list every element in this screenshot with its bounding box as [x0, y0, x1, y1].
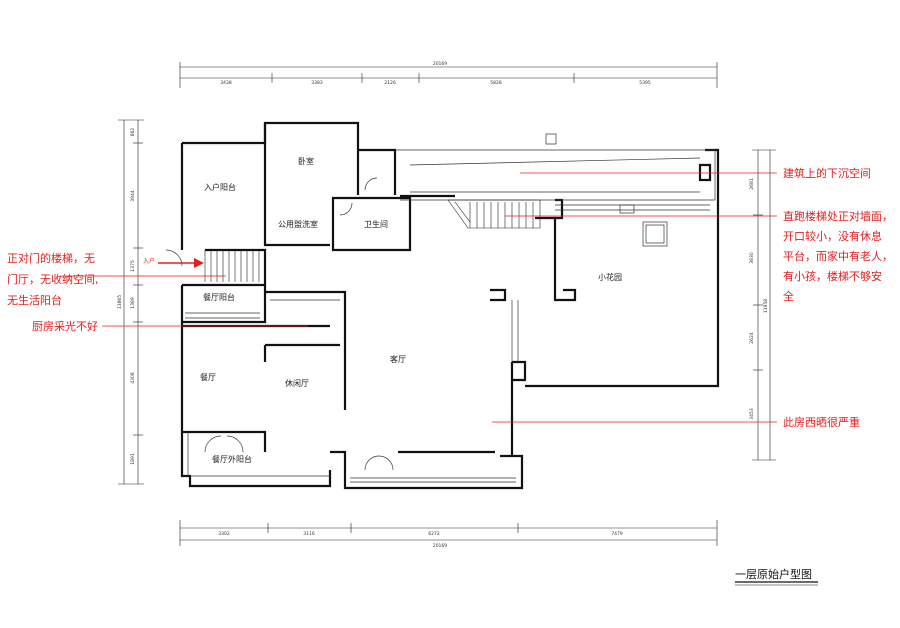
dimension-bottom-4: 7479	[611, 531, 623, 537]
dimension-total-top: 20169	[433, 61, 447, 67]
entry-stair	[204, 250, 260, 282]
bottom-dimension-chain: 3302 3116 6272 7479 20169	[179, 520, 718, 549]
dimension-left-2: 3944	[130, 190, 136, 202]
annotation-stair-line-1: 直跑楼梯处正对墙面，	[783, 209, 893, 223]
dimension-bottom-1: 3302	[218, 531, 230, 537]
room-label-dining-outer-balcony: 餐厅外阳台	[212, 454, 252, 464]
dimension-left-total: 13865	[117, 295, 123, 309]
dimension-bottom-3: 6272	[428, 531, 440, 537]
room-label-dining: 餐厅	[200, 373, 216, 382]
dimension-top-2: 3383	[311, 80, 323, 86]
dimension-right-total: 11958	[763, 299, 769, 313]
room-label-living: 客厅	[390, 354, 406, 364]
straight-stair	[447, 199, 541, 229]
dimension-bottom-2: 3116	[303, 531, 315, 537]
annotation-west-sun: 此房西晒很严重	[783, 415, 860, 429]
annotation-entry-stair-line-1: 正对门的楼梯，无	[7, 251, 95, 265]
dimension-right-3: 2624	[749, 332, 755, 344]
annotation-kitchen: 厨房采光不好	[32, 319, 98, 333]
walls	[180, 121, 720, 490]
annotation-stair-line-3: 平台，而家中有老人，	[783, 249, 893, 263]
entry-arrow-icon	[158, 258, 204, 268]
dimension-total-bottom: 20169	[433, 543, 447, 549]
room-label-bathroom: 卫生间	[364, 219, 388, 229]
right-dimension-chain: 2681 3830 2624 3453 11958	[749, 149, 776, 461]
annotation-stair-line-2: 开口较小，没有休息	[783, 229, 882, 243]
room-label-entry-balcony: 入户阳台	[204, 182, 236, 192]
room-label-lounge: 休闲厅	[285, 378, 309, 388]
annotation-leaders	[60, 172, 777, 423]
room-label-garden: 小花园	[598, 272, 622, 282]
annotation-sunken-space: 建筑上的下沉空间	[783, 166, 871, 180]
annotation-entry-stair-line-3: 无生活阳台	[7, 293, 62, 307]
dimension-right-2: 3830	[749, 252, 755, 264]
entry-tag: 入户	[143, 257, 155, 265]
dimension-left-3: 1375	[130, 260, 136, 272]
room-label-bedroom: 卧室	[298, 156, 314, 166]
annotation-entry-stair-line-2: 门厅，无收纳空间,	[7, 272, 99, 286]
dimension-left-4: 1389	[130, 297, 136, 309]
dimension-top-1: 3438	[220, 80, 232, 86]
annotation-stair-line-4: 有小孩，楼梯不够安	[783, 269, 882, 283]
dimension-left-5: 4308	[130, 372, 136, 384]
dimension-right-4: 3453	[749, 408, 755, 420]
left-dimension-chain: 862 3944 1375 1389 4308 1891 13865	[117, 119, 144, 485]
drawing-title: 一层原始户型图	[735, 567, 812, 581]
dimension-right-1: 2681	[749, 178, 755, 190]
room-label-dining-balcony: 餐厅阳台	[203, 292, 235, 302]
dimension-left-6: 1891	[130, 453, 136, 465]
dimension-top-4: 5828	[490, 80, 502, 86]
dimension-left-1: 862	[130, 128, 136, 137]
dimension-top-3: 2126	[384, 80, 396, 86]
top-dimension-chain: 20169 3438 3383 2126 5828 5395	[179, 61, 718, 88]
dimension-top-5: 5395	[639, 80, 651, 86]
room-label-public-laundry: 公用盥洗室	[278, 219, 318, 229]
detail-lines	[165, 133, 716, 483]
annotation-stair-line-5: 全	[783, 289, 794, 303]
